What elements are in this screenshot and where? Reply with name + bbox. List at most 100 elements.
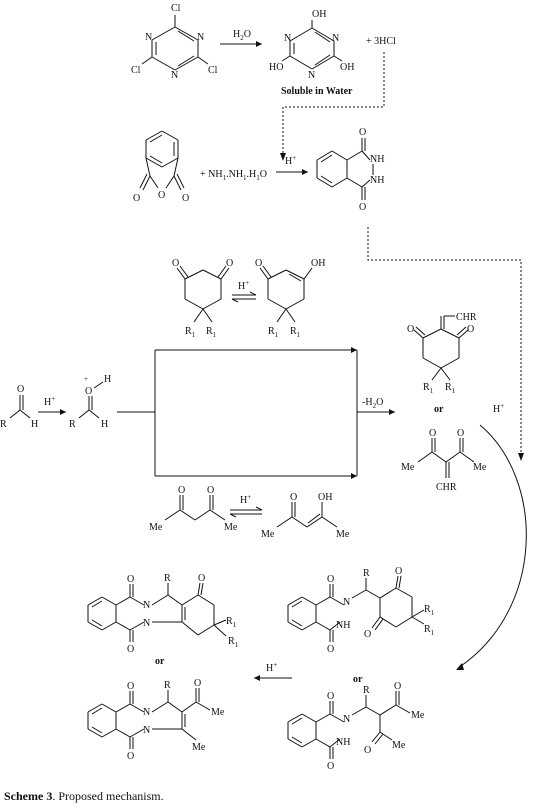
nitrogen-label: N [171,70,178,81]
reaction-scheme: Cl Cl Cl N N N H2O OH HO OH N N N + 3HCl… [0,3,527,772]
methyl-label: Me [261,529,275,540]
r1-label: R1 [226,616,237,629]
phthalhydrazide: O O NH NH [316,127,384,213]
nh-label: NH [370,175,384,186]
methyl-label: Me [192,742,206,753]
oxygen-label: O [207,485,214,496]
acid-catalyst-label: H+ [266,661,277,674]
oxygen-label: O [407,324,414,335]
hydroxyl-label: OH [312,9,326,20]
condensation-box: -H2O [117,347,395,479]
nitrogen-label: N [197,32,204,43]
alkylidene-cyclohexanedione: CHR O O R1 R1 [407,312,477,395]
tautomer-equilibrium-bottom: H+ [229,493,263,518]
nitrogen-label: N [343,714,350,725]
oxygen-label: O [133,193,140,204]
product-pyrazolo-type: O O N N R O Me Me [87,678,225,762]
oxygen-label: O [457,428,464,439]
oxygen-label: O [359,127,366,138]
r-label: R [363,685,370,696]
hcl-byproduct: + 3HCl [366,36,396,47]
chlorine-label: Cl [208,65,218,76]
hydroxyl-label: HO [269,62,283,73]
r1-label: R1 [423,382,434,395]
r1-label: R1 [228,636,239,649]
oxygen-label: O [327,644,334,655]
oxygen-label: O [226,258,233,269]
acid-catalyst-label: H+ [44,395,55,408]
oxygen-label: O [178,485,185,496]
oxygen-label: O [127,751,134,762]
oxygen-label: O [359,202,366,213]
dehydration-label: -H2O [362,397,383,410]
cyanuric-acid: OH HO OH N N N [269,9,354,81]
aldehyde: O R H [0,384,38,430]
hydrolysis-step: H2O [220,29,262,47]
hydrogen-label: H [104,374,111,385]
alkylidene-acetylacetone: O O Me Me CHR [401,428,487,493]
oxygen-label: O [290,492,297,503]
oxygen-label: O [467,324,474,335]
nitrogen-label: N [284,33,291,44]
chlorine-label: Cl [171,3,181,14]
acid-catalyst-label: H+ [238,279,249,292]
methyl-label: Me [211,707,225,718]
r1-label: R1 [206,326,217,339]
methyl-label: Me [149,522,163,533]
condensation-step: H+ [276,154,308,175]
oxygen-label: O [127,574,134,585]
nh-label: NH [336,620,350,631]
product-xanthene-type: O O N N R O R1 R1 [87,573,239,655]
r-label: R [164,680,171,691]
oxygen-label: O [194,678,201,689]
methyl-label: Me [473,462,487,473]
acid-catalyst-label: H+ [493,402,504,415]
nitrogen-label: N [143,600,150,611]
nitrogen-label: N [143,707,150,718]
cyclohexanedione-enol: O OH R1 R1 [255,258,325,339]
positive-charge: + [84,375,88,383]
nitrogen-label: N [143,725,150,736]
oxygen-label: O [85,386,92,397]
or-label: or [434,404,444,415]
methyl-label: Me [411,710,425,721]
nh-label: NH [370,154,384,165]
r-label: R [164,573,171,584]
hydroxyl-label: OH [311,258,325,269]
r1-label: R1 [268,326,279,339]
oxygen-label: O [127,681,134,692]
oxygen-label: O [17,384,24,395]
cyclization-step: H+ [254,661,292,681]
acid-catalyst-label: H+ [285,154,296,167]
hydrazine-reagent: + NH1.NH1.H1O [200,169,267,182]
nitrogen-label: N [332,33,339,44]
oxygen-label: O [182,193,189,204]
oxygen-label: O [394,681,401,692]
cyclohexanedione-keto: O O R1 R1 [172,258,233,339]
caption-label: Scheme 3 [4,789,53,803]
oxygen-label: O [158,190,165,201]
hydroxyl-label: OH [340,62,354,73]
r1-label: R1 [424,604,435,617]
oxygen-label: O [364,629,371,640]
r1-label: R1 [424,624,435,637]
michael-adduct-dione: O O N NH R O O R1 R1 [287,566,435,655]
michael-addition-arrow [456,424,527,670]
hydrogen-label: H [101,419,108,430]
methyl-label: Me [224,522,238,533]
chr-label: CHR [456,312,477,323]
tautomer-equilibrium-top: H+ [231,279,257,303]
acetylacetone-enol: O OH Me Me [261,492,350,540]
figure-caption: Scheme 3. Proposed mechanism. [4,789,164,804]
water-reagent: H2O [233,29,251,42]
oxygen-label: O [255,258,262,269]
nitrogen-label: N [343,597,350,608]
oxygen-label: O [198,573,205,584]
or-label: or [353,674,363,685]
acetylacetone-keto: O O Me Me [149,485,238,533]
oxygen-label: O [172,258,179,269]
phthalic-anhydride: O O O [133,130,189,204]
michael-adduct-acac: O O N NH R O Me O Me [287,681,425,772]
methyl-label: Me [336,529,350,540]
